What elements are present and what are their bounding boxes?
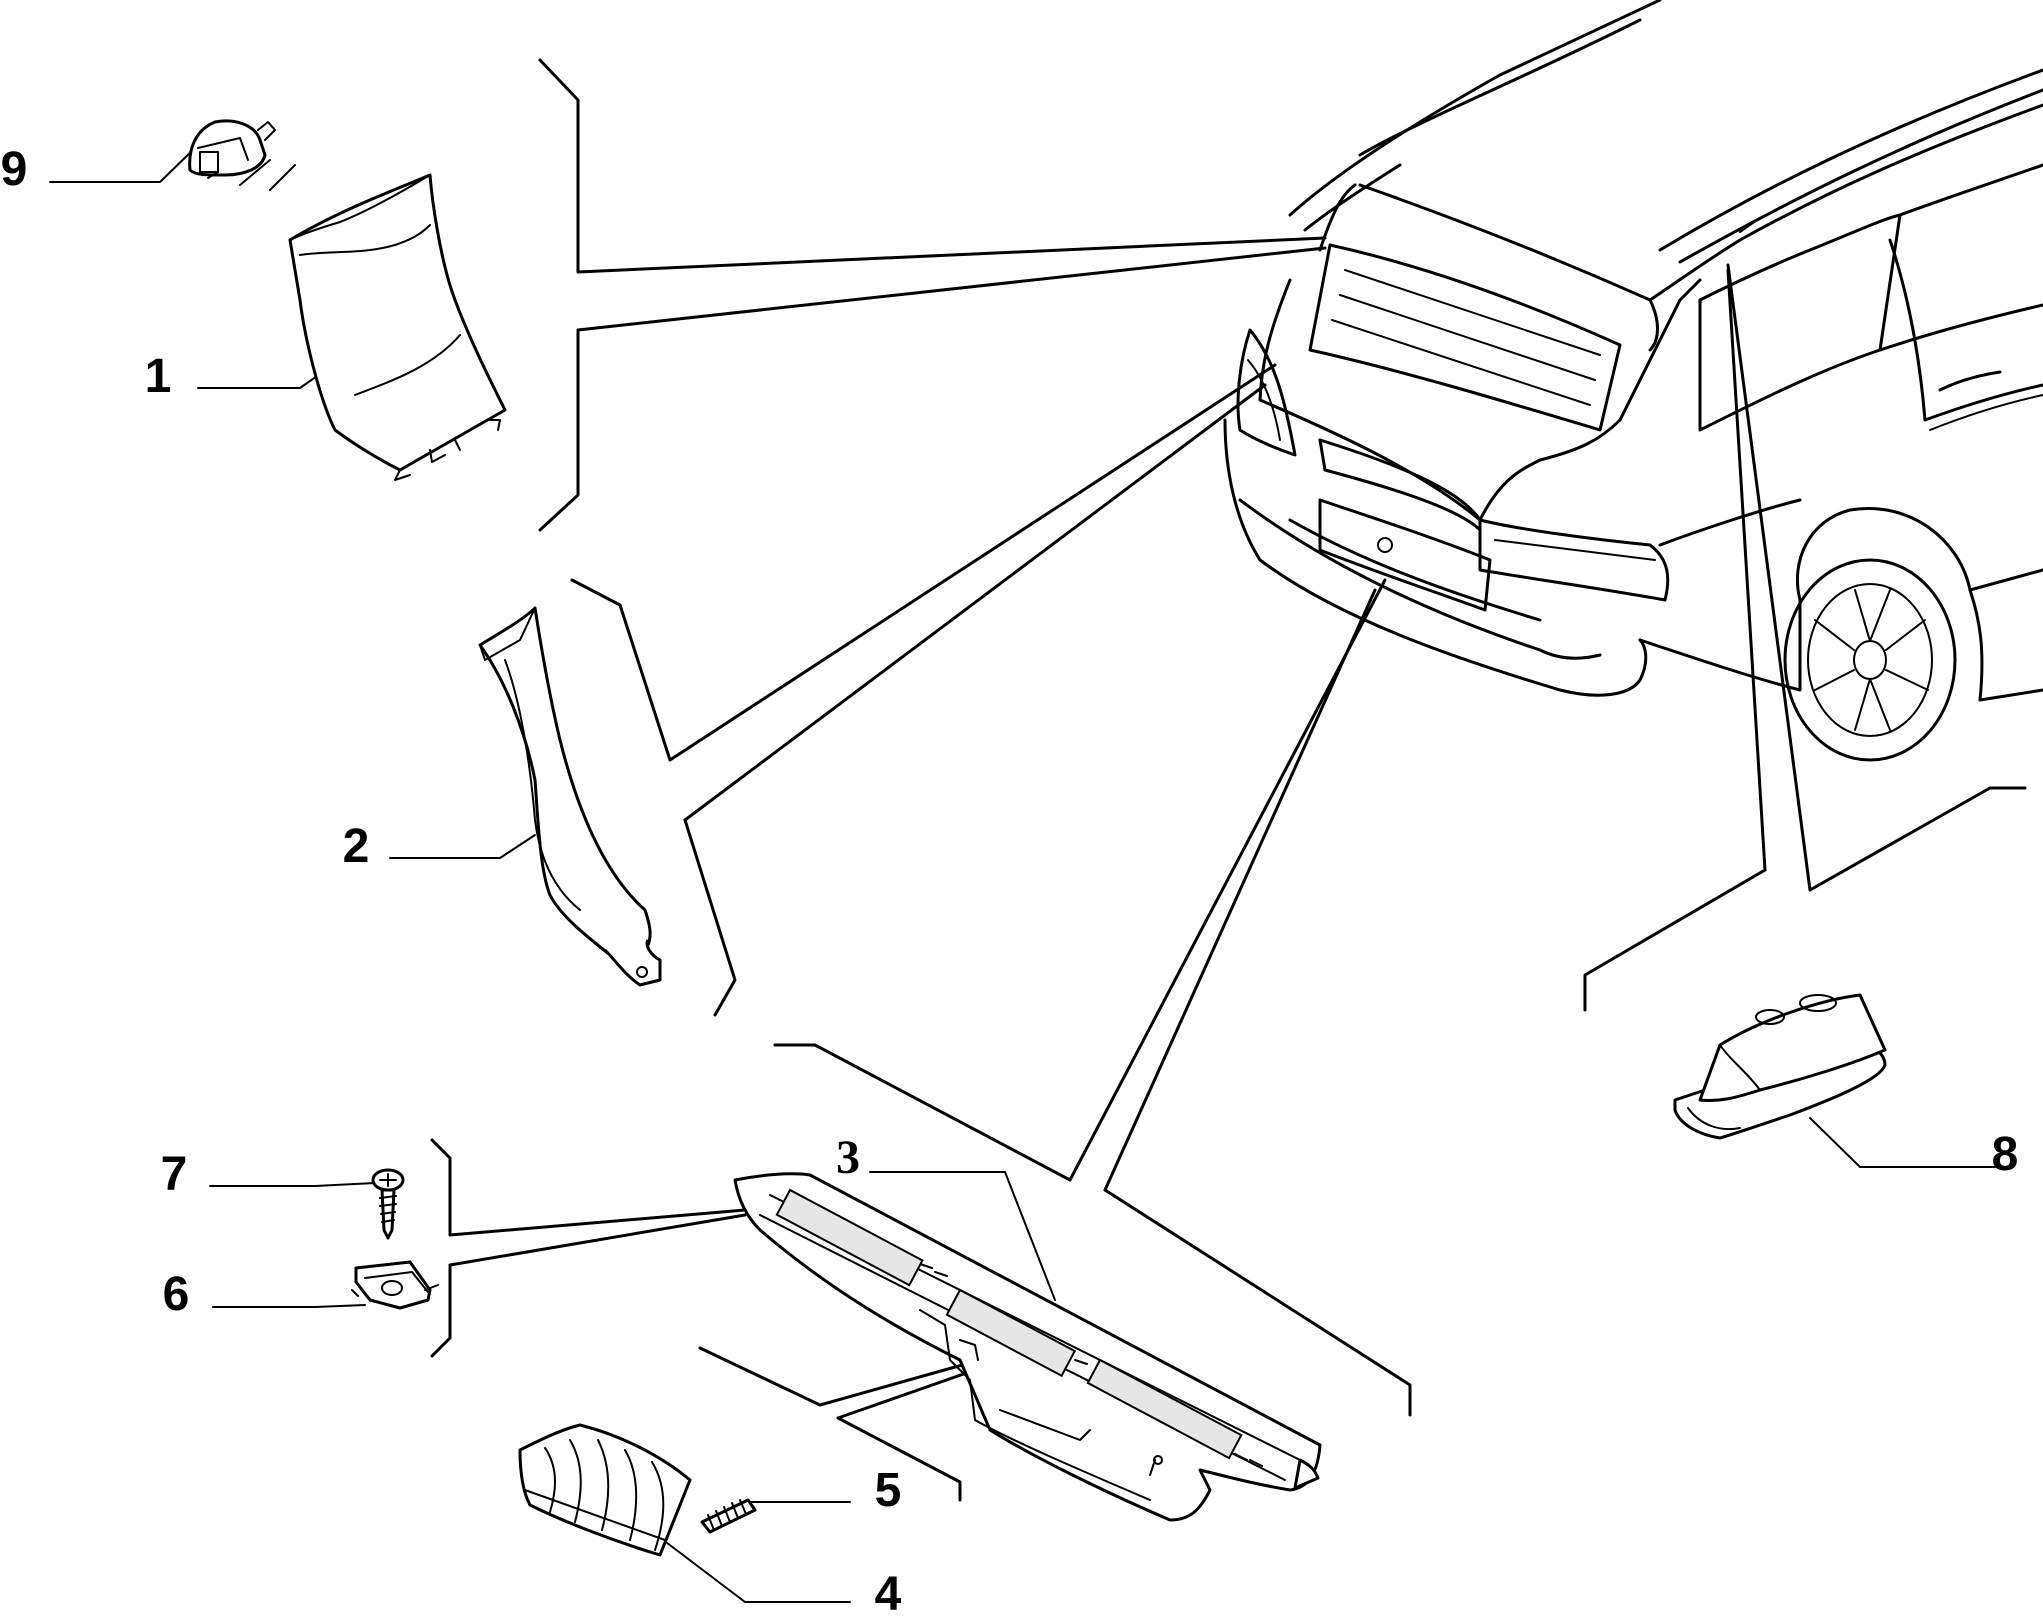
part-3-sill-trim — [733, 1172, 1322, 1522]
callout-3: 3 — [836, 1131, 860, 1184]
callout-7: 7 — [161, 1148, 188, 1201]
part-8-bump-stop — [1673, 993, 1887, 1140]
part-4-pad — [518, 1423, 692, 1557]
part-7-screw — [371, 1168, 405, 1240]
part-6-clip-nut — [351, 1260, 439, 1310]
callout-8: 8 — [1992, 1128, 2019, 1181]
callout-labels: 9 1 2 3 7 6 5 4 8 — [1, 143, 2019, 1621]
part-5-spring — [700, 1498, 757, 1534]
callout-1: 1 — [145, 350, 172, 403]
part-9-clip — [188, 119, 276, 179]
callout-2: 2 — [343, 820, 370, 873]
part-1-pillar-trim — [239, 159, 507, 481]
vehicle-illustration — [1223, 0, 2043, 762]
callout-5: 5 — [875, 1464, 902, 1517]
callout-4: 4 — [875, 1568, 902, 1621]
leader-lines — [49, 58, 2027, 1603]
part-2-pillar-trim — [478, 606, 662, 987]
callout-6: 6 — [163, 1268, 190, 1321]
callout-9: 9 — [1, 143, 28, 196]
